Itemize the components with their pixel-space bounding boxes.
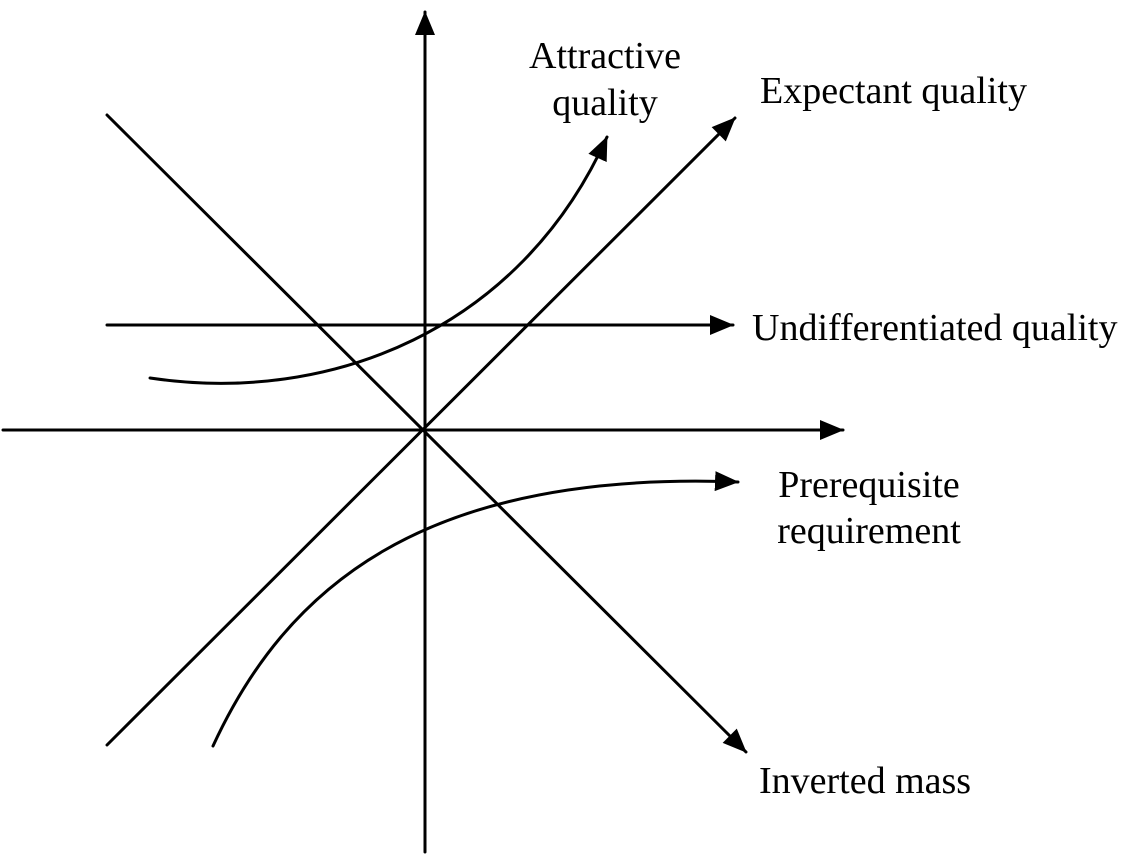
expectant-quality-label: Expectant quality (760, 70, 1027, 112)
prerequisite-requirement-curve (211, 471, 740, 748)
attractive-quality-curve (148, 135, 609, 385)
expectant-quality-line (105, 116, 737, 747)
prerequisite-requirement-label-line2: requirement (777, 510, 961, 552)
attractive-quality-label-line1: Attractive (529, 35, 681, 77)
inverted-mass-label: Inverted mass (759, 760, 971, 802)
prerequisite-requirement-label-line1: Prerequisite (778, 464, 960, 506)
inverted-mass-line (105, 113, 748, 754)
undifferentiated-quality-label: Undifferentiated quality (752, 307, 1117, 349)
attractive-quality-label-line2: quality (552, 82, 658, 124)
